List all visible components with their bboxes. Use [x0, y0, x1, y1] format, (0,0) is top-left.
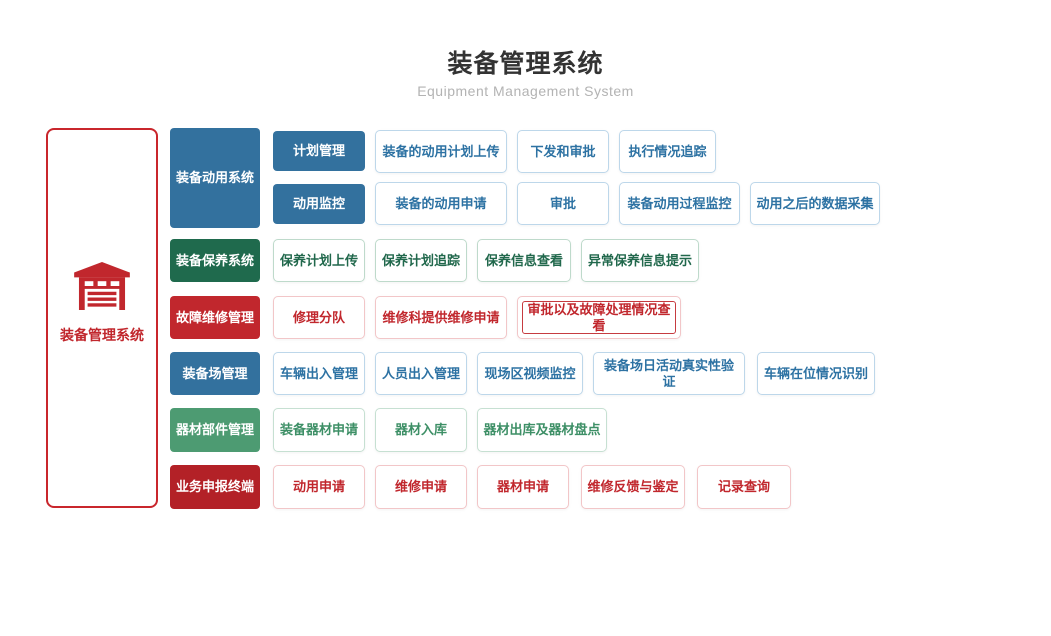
leaf-node: 装备场日活动真实性验证 — [593, 352, 745, 395]
group-equipment-mobilization-system: 装备动用系统 — [170, 128, 260, 228]
leaf-node: 装备动用过程监控 — [619, 182, 740, 225]
leaf-node: 保养信息查看 — [477, 239, 571, 282]
leaf-node: 车辆在位情况识别 — [757, 352, 875, 395]
group-business-declaration-terminal: 业务申报终端 — [170, 465, 260, 509]
leaf-node: 保养计划追踪 — [375, 239, 467, 282]
leaf-node: 装备的动用计划上传 — [375, 130, 507, 173]
leaf-node: 下发和审批 — [517, 130, 609, 173]
page-title: 装备管理系统 — [447, 50, 604, 78]
leaf-node: 记录查询 — [697, 465, 791, 509]
leaf-node: 异常保养信息提示 — [581, 239, 699, 282]
leaf-node: 器材入库 — [375, 408, 467, 452]
root-node: 装备管理系统 — [46, 128, 158, 508]
root-node-label: 装备管理系统 — [60, 326, 144, 343]
leaf-node: 器材出库及器材盘点 — [477, 408, 607, 452]
warehouse-icon — [73, 261, 131, 315]
subgroup-plan-management: 计划管理 — [273, 131, 365, 171]
leaf-node: 执行情况追踪 — [619, 130, 716, 173]
leaf-node: 动用申请 — [273, 465, 365, 509]
leaf-node: 保养计划上传 — [273, 239, 365, 282]
group-fault-repair-management: 故障维修管理 — [170, 296, 260, 339]
leaf-node: 修理分队 — [273, 296, 365, 339]
leaf-node: 现场区视频监控 — [477, 352, 583, 395]
leaf-node: 审批以及故障处理情况查看 — [517, 296, 681, 339]
group-equipment-yard-management: 装备场管理 — [170, 352, 260, 395]
group-equipment-maintenance-system: 装备保养系统 — [170, 239, 260, 282]
leaf-node: 车辆出入管理 — [273, 352, 365, 395]
leaf-node-inner: 审批以及故障处理情况查看 — [522, 301, 676, 334]
page-subtitle: Equipment Management System — [417, 83, 634, 99]
leaf-node: 审批 — [517, 182, 609, 225]
leaf-node: 维修科提供维修申请 — [375, 296, 507, 339]
leaf-node: 装备的动用申请 — [375, 182, 507, 225]
leaf-node: 动用之后的数据采集 — [750, 182, 880, 225]
leaf-node: 维修申请 — [375, 465, 467, 509]
subgroup-mobilization-monitoring: 动用监控 — [273, 184, 365, 224]
leaf-node: 器材申请 — [477, 465, 569, 509]
group-material-parts-management: 器材部件管理 — [170, 408, 260, 452]
leaf-node: 装备器材申请 — [273, 408, 365, 452]
leaf-node: 人员出入管理 — [375, 352, 467, 395]
leaf-node: 维修反馈与鉴定 — [581, 465, 685, 509]
